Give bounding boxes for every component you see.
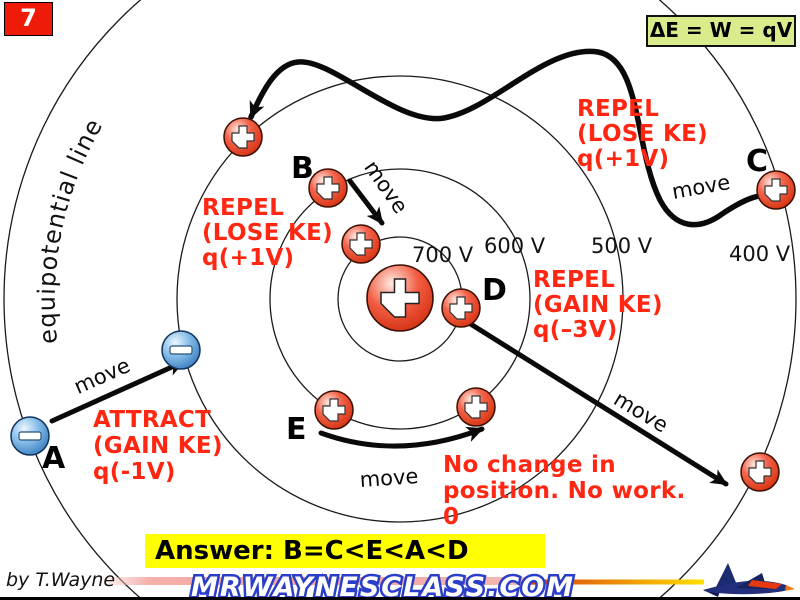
positive-charge-icon <box>456 387 496 427</box>
annotation-line: REPEL <box>577 96 660 122</box>
positive-charge-icon-c <box>756 170 796 210</box>
negative-charge-icon-a <box>10 416 50 456</box>
annotation-line: (GAIN KE) <box>533 292 663 318</box>
positive-charge-icon <box>341 224 381 264</box>
voltage-label-500: 500 V <box>591 234 653 258</box>
annotation-repel-lose-right: REPEL (LOSE KE) q(+1V) <box>577 97 708 172</box>
equipotential-curve-label: equipotential line <box>33 113 109 345</box>
answer-box: Answer: B=C<E<A<D <box>145 534 545 568</box>
circle-400v <box>3 0 797 600</box>
annotation-repel-lose-left: REPEL (LOSE KE) q(+1V) <box>202 196 333 271</box>
jet-icon <box>703 563 795 597</box>
slide-number-badge: 7 <box>4 2 53 36</box>
path-c-to-b-arrow <box>248 48 780 228</box>
voltage-label-400: 400 V <box>729 242 791 266</box>
point-label-b: B <box>291 151 314 186</box>
annotation-line: q(+1V) <box>202 245 295 271</box>
jet-trail <box>528 579 704 585</box>
annotation-line: q(+1V) <box>577 146 670 172</box>
annotation-line: position. No work. <box>443 478 686 504</box>
move-arrow-d <box>466 320 729 487</box>
move-label-e: move <box>358 463 420 493</box>
footer-pink-band <box>95 577 540 585</box>
positive-charge-icon-b <box>308 168 348 208</box>
move-arrow-b <box>347 178 385 226</box>
equipotential-circles <box>3 0 797 600</box>
move-arrow-e <box>318 426 485 449</box>
point-label-c: C <box>746 144 769 179</box>
positive-charge-icon-d <box>441 288 481 328</box>
annotation-line: q(-1V) <box>93 459 176 485</box>
annotation-line: (LOSE KE) <box>577 121 708 147</box>
circle-500v <box>176 75 624 523</box>
annotation-line: (GAIN KE) <box>93 433 223 459</box>
point-label-a: A <box>42 441 66 476</box>
annotation-attract-gain: ATTRACT (GAIN KE) q(-1V) <box>93 407 223 485</box>
move-arrow-a <box>49 359 186 424</box>
central-positive-charge-icon <box>366 264 434 332</box>
website-logo: MRWAYNESCLASS.COM <box>191 572 575 600</box>
negative-charges <box>10 330 201 456</box>
positive-charges <box>223 117 796 492</box>
point-label-e: E <box>286 412 307 447</box>
annotation-line: 0 <box>443 504 460 530</box>
annotation-line: q(–3V) <box>533 317 618 343</box>
positive-charge-icon-e <box>314 390 354 430</box>
annotation-line: REPEL <box>202 195 285 221</box>
positive-charge-icon <box>223 117 263 157</box>
point-label-d: D <box>482 273 507 308</box>
annotation-line: ATTRACT <box>93 407 212 433</box>
annotation-line: REPEL <box>533 267 616 293</box>
negative-charge-icon <box>161 330 201 370</box>
formula-box: ΔE = W = qV <box>646 15 796 47</box>
circle-600v <box>269 168 531 430</box>
annotation-repel-gain: REPEL (GAIN KE) q(–3V) <box>533 268 663 343</box>
annotation-line: (LOSE KE) <box>202 220 333 246</box>
voltage-label-700: 700 V <box>412 243 474 267</box>
credit-text: by T.Wayne <box>6 569 116 591</box>
voltage-label-600: 600 V <box>484 234 546 258</box>
positive-charge-icon <box>740 452 780 492</box>
annotation-line: No change in <box>443 452 616 478</box>
annotation-no-change: No change in position. No work. 0 <box>443 452 686 530</box>
bottom-border <box>0 597 800 600</box>
